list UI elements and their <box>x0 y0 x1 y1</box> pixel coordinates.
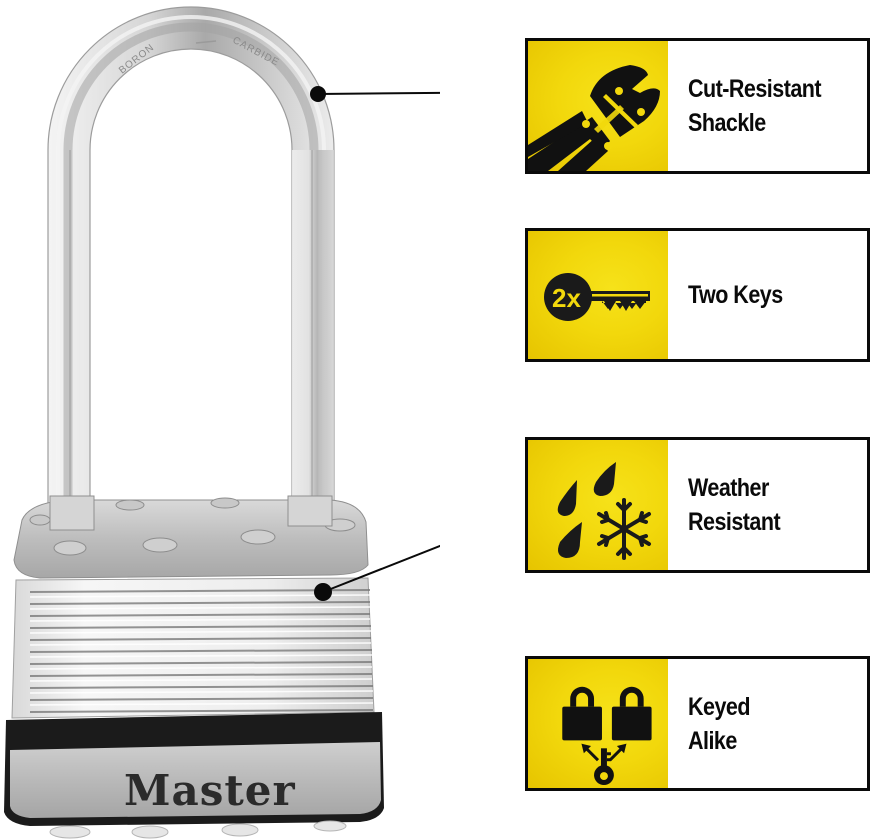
feature-icon-panel <box>528 659 668 788</box>
key-2x-icon: 2x <box>544 273 650 321</box>
raindrop-icon <box>557 480 577 516</box>
padlock-icon <box>611 706 652 741</box>
feature-icon-panel <box>528 41 668 171</box>
feature-text: Weather Resistant <box>668 440 867 570</box>
snowflake-icon <box>597 498 651 560</box>
feature-title-line-2: Resistant <box>688 508 781 536</box>
feature-icon-panel: 2x <box>528 231 668 359</box>
feature-icon-panel <box>528 440 668 570</box>
feature-title-line-1: Keyed <box>688 692 750 721</box>
padlock-icon <box>562 706 602 741</box>
padlock-top-cap <box>13 495 369 579</box>
callout-shackle <box>310 86 440 102</box>
raindrop-icon <box>558 522 582 558</box>
feature-text: Keyed Alike <box>668 659 867 788</box>
feature-title-line-1: Two Keys <box>688 281 783 309</box>
feature-text: Cut-Resistant Shackle <box>668 41 867 171</box>
key-2x-label: 2x <box>552 283 581 313</box>
feature-title-line-1: Weather <box>688 474 769 502</box>
feature-text: Two Keys <box>668 231 867 359</box>
feature-title-line-1: Cut-Resistant <box>688 75 822 103</box>
feature-cut-resistant-shackle: Cut-Resistant Shackle <box>525 38 870 174</box>
feature-keyed-alike: Keyed Alike <box>525 656 870 791</box>
feature-two-keys: 2x Two Keys <box>525 228 870 362</box>
padlock-illustration: BORON CARBIDE <box>4 6 440 839</box>
feature-title-line-2: Alike <box>688 726 737 755</box>
padlock-icon <box>619 686 644 707</box>
brand-logo-master: Master <box>124 766 296 815</box>
padlock-laminated-body <box>11 577 375 719</box>
rain-snow-icon <box>557 462 651 560</box>
raindrop-icon <box>593 462 616 496</box>
shackle: BORON CARBIDE <box>47 6 335 531</box>
padlock-bumper: Master <box>4 712 384 839</box>
keyed-alike-icon <box>562 686 652 786</box>
feature-weather-resistant: Weather Resistant <box>525 437 870 573</box>
feature-title-line-2: Shackle <box>688 109 766 137</box>
padlock-icon <box>570 686 595 707</box>
callout-body <box>314 544 440 601</box>
arrow-icons <box>581 743 627 762</box>
padlock-product-image: BORON CARBIDE <box>4 6 440 839</box>
bolt-cutter-icon <box>528 65 660 171</box>
